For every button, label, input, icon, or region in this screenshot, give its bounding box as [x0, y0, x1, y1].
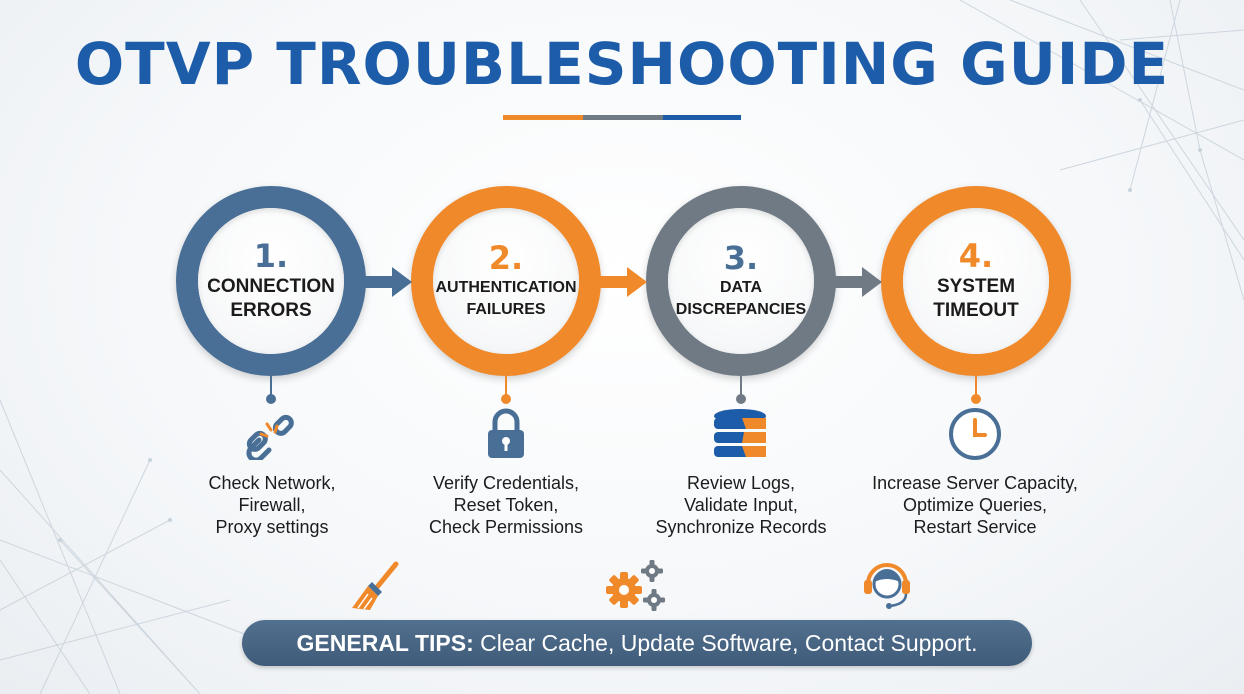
general-tips-bar: GENERAL TIPS: Clear Cache, Update Softwa…	[242, 620, 1032, 666]
broken-link-icon	[246, 414, 294, 460]
step-4-label: SYSTEM TIMEOUT	[933, 276, 1019, 321]
clock-icon	[949, 408, 1001, 460]
step-1-connector	[270, 376, 272, 398]
step-3-number: 3.	[723, 239, 759, 277]
general-tips-text: Clear Cache, Update Software, Contact Su…	[473, 630, 978, 656]
padlock-icon	[488, 408, 524, 458]
gears-icon	[606, 560, 665, 611]
step-3-label: DATA DISCREPANCIES	[675, 279, 807, 318]
database-icon	[714, 409, 766, 457]
step-1-number: 1.	[253, 237, 289, 275]
step-1-label: CONNECTION ERRORS	[207, 276, 335, 321]
step-4-number: 4.	[958, 237, 994, 275]
page-title: OTVP TROUBLESHOOTING GUIDE	[74, 30, 1170, 98]
step-2-label: AUTHENTICATION FAILURES	[435, 279, 577, 318]
step-3-description: Review Logs, Validate Input, Synchronize…	[655, 473, 827, 537]
step-2-connector	[505, 376, 507, 398]
step-2-description: Verify Credentials, Reset Token, Check P…	[428, 473, 584, 537]
step-4-circle: 4. SYSTEM TIMEOUT	[881, 186, 1071, 376]
step-3-circle: 3. DATA DISCREPANCIES	[646, 186, 836, 376]
general-tips-heading: GENERAL TIPS:	[296, 630, 474, 656]
headset-support-icon	[864, 563, 910, 609]
step-3-connector	[740, 376, 742, 398]
title-underline	[503, 115, 741, 120]
arrow-step-2-to-3	[599, 267, 647, 297]
step-2-circle: 2. AUTHENTICATION FAILURES	[411, 186, 601, 376]
broom-icon	[352, 561, 399, 610]
step-1-description: Check Network, Firewall, Proxy settings	[208, 473, 336, 537]
step-4-dot	[971, 394, 981, 404]
step-1-circle: 1. CONNECTION ERRORS	[176, 186, 366, 376]
step-4-description: Increase Server Capacity, Optimize Queri…	[872, 473, 1078, 537]
step-2-dot	[501, 394, 511, 404]
arrow-step-1-to-2	[364, 267, 412, 297]
step-4-connector	[975, 376, 977, 398]
arrow-step-3-to-4	[834, 267, 882, 297]
step-1-dot	[266, 394, 276, 404]
step-2-number: 2.	[488, 239, 524, 277]
step-3-dot	[736, 394, 746, 404]
